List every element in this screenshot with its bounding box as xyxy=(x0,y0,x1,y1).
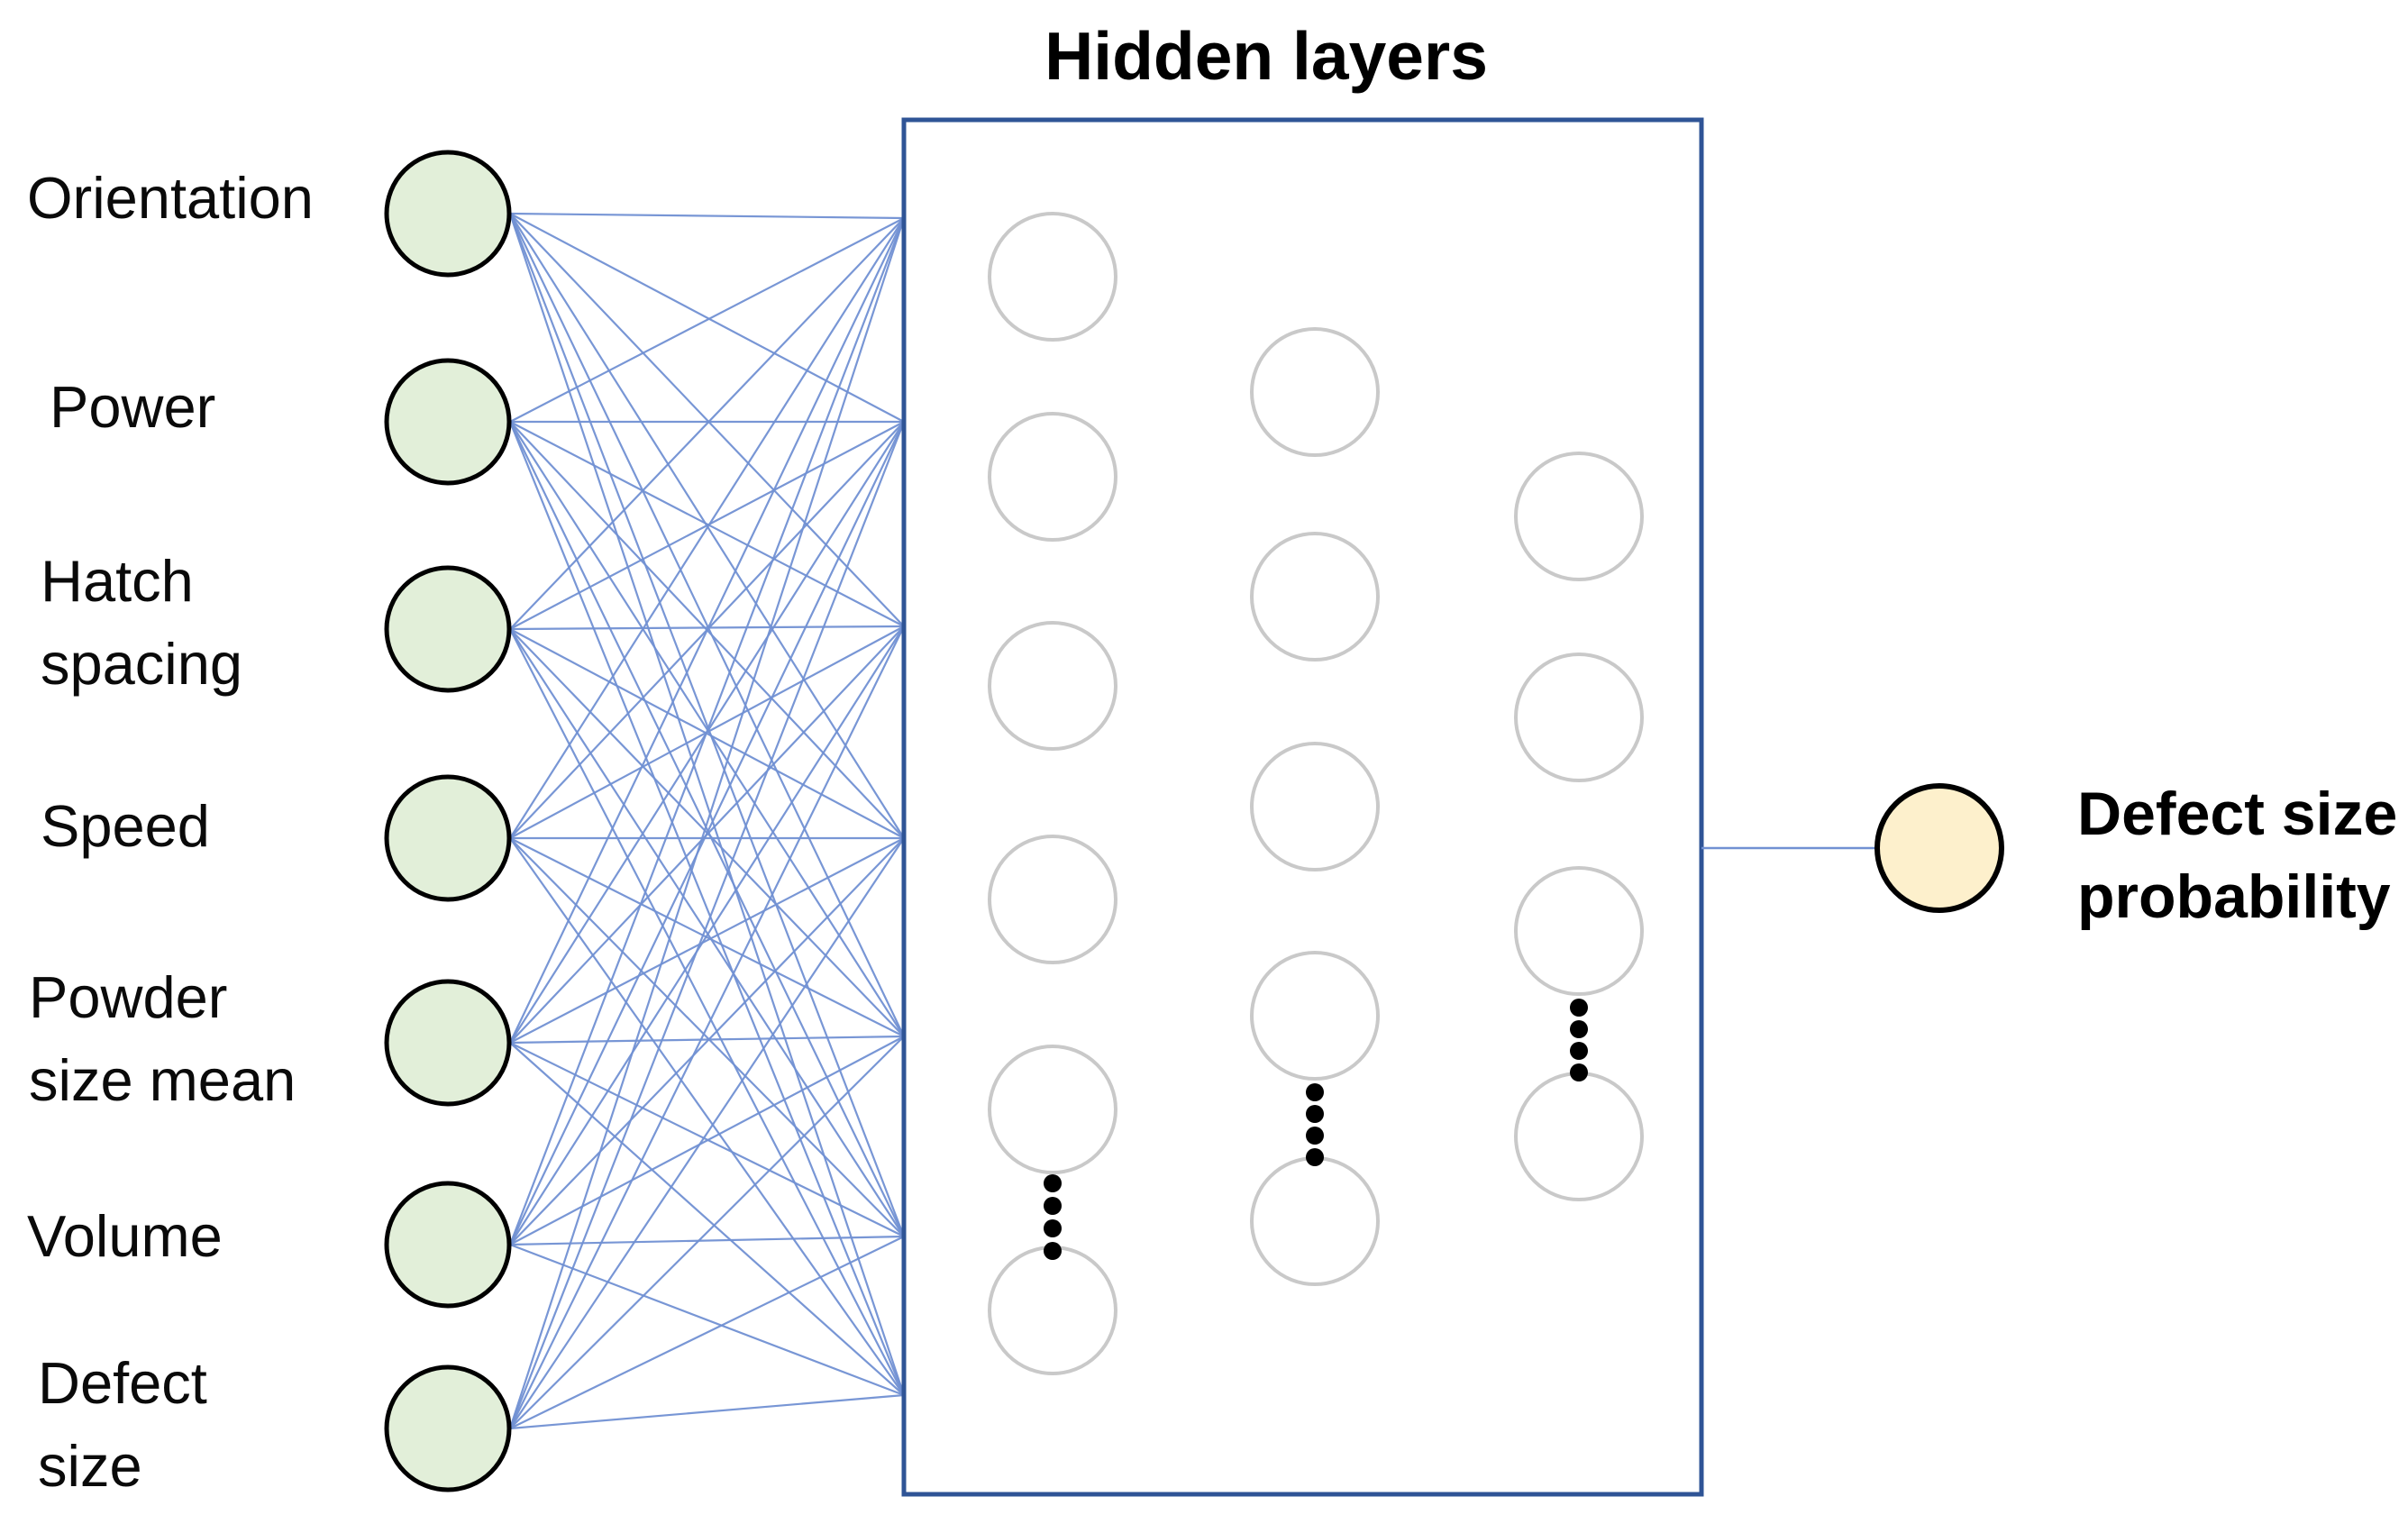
hidden-node xyxy=(1250,742,1380,872)
ellipsis-dots-column-3 xyxy=(1570,999,1588,1081)
connection-line xyxy=(509,837,905,1396)
output-label-line-1: Defect size xyxy=(2077,780,2397,848)
dot xyxy=(1306,1083,1324,1101)
input-node-orientation xyxy=(384,150,512,278)
connection-line xyxy=(509,1036,905,1246)
hidden-node xyxy=(1514,866,1644,996)
dot xyxy=(1306,1127,1324,1145)
connection-line xyxy=(509,837,905,1246)
connection-line xyxy=(509,212,905,220)
dot xyxy=(1044,1242,1062,1260)
connection-line xyxy=(508,213,906,1396)
hidden-node xyxy=(1250,1156,1380,1286)
connection-line xyxy=(509,217,905,839)
connection-line xyxy=(509,421,905,1246)
dot xyxy=(1570,1042,1588,1060)
connection-line xyxy=(508,217,906,1429)
input-node-power xyxy=(384,358,512,486)
connection-line xyxy=(509,1036,905,1429)
dot xyxy=(1570,1063,1588,1081)
hidden-node xyxy=(988,1246,1117,1375)
dot xyxy=(1044,1219,1062,1237)
hidden-layer-column-2 xyxy=(1250,327,1380,1286)
input-label-hatch: Hatch xyxy=(41,548,194,614)
connection-line xyxy=(508,421,906,1429)
hidden-layer-column-1 xyxy=(988,212,1117,1375)
hidden-node xyxy=(988,621,1117,751)
input-label-power: Power xyxy=(50,374,215,440)
hidden-node xyxy=(1250,951,1380,1081)
hidden-node xyxy=(988,835,1117,964)
input-label-spacing: spacing xyxy=(41,631,242,697)
connection-line xyxy=(509,421,905,630)
dot xyxy=(1044,1197,1062,1215)
connection-line xyxy=(509,625,905,1429)
input-label-size: size xyxy=(38,1433,142,1499)
input-label-speed: Speed xyxy=(41,793,210,859)
hidden-layer-column-3 xyxy=(1514,452,1644,1201)
output-node-defect-size-probability xyxy=(1874,783,2004,913)
hidden-node xyxy=(1514,652,1644,782)
dot xyxy=(1306,1105,1324,1123)
output-label-line-2: probability xyxy=(2077,862,2391,931)
hidden-node xyxy=(988,412,1117,542)
connection-line xyxy=(509,628,905,1237)
hidden-node xyxy=(1514,452,1644,581)
output-label: Defect size probability xyxy=(2077,780,2397,931)
connection-line xyxy=(509,1243,905,1397)
hidden-node xyxy=(1250,327,1380,457)
connection-line xyxy=(509,217,905,1044)
dot xyxy=(1570,1020,1588,1038)
ellipsis-dots-column-2 xyxy=(1306,1083,1324,1166)
input-node-speed xyxy=(384,774,512,902)
input-connection-lines xyxy=(508,212,906,1430)
connection-line xyxy=(509,1235,905,1246)
ellipsis-dots-column-1 xyxy=(1044,1174,1062,1260)
connection-line xyxy=(509,837,905,1044)
connection-line xyxy=(509,837,905,1429)
connection-line xyxy=(509,1236,905,1429)
hidden-node xyxy=(1250,532,1380,662)
connection-line xyxy=(509,625,905,1246)
connection-line xyxy=(508,421,906,1396)
input-node-powder-size-mean xyxy=(384,979,512,1107)
input-node-defect-size xyxy=(384,1364,512,1492)
input-label-powder: Powder xyxy=(29,964,227,1030)
connection-line xyxy=(509,217,905,630)
input-label-volume: Volume xyxy=(27,1203,223,1269)
input-node-hatch-spacing xyxy=(384,565,512,693)
hidden-layers-title: Hidden layers xyxy=(1044,18,1488,94)
input-node-volume xyxy=(384,1181,512,1309)
connection-line xyxy=(509,625,905,631)
connection-line xyxy=(509,217,905,423)
input-labels: Orientation Power Hatch spacing Speed Po… xyxy=(27,165,314,1499)
connection-line xyxy=(508,213,906,1237)
dot xyxy=(1570,999,1588,1017)
connection-line xyxy=(509,213,905,1037)
hidden-node xyxy=(988,1045,1117,1174)
input-label-size-mean: size mean xyxy=(29,1047,296,1113)
input-nodes xyxy=(384,150,512,1492)
dot xyxy=(1044,1174,1062,1192)
input-label-defect: Defect xyxy=(38,1350,207,1416)
dot xyxy=(1306,1148,1324,1166)
hidden-node xyxy=(988,212,1117,342)
connection-line xyxy=(509,1042,905,1396)
input-label-orientation: Orientation xyxy=(27,165,314,231)
hidden-layers-box xyxy=(901,117,1704,1497)
hidden-node xyxy=(1514,1072,1644,1201)
connection-line xyxy=(509,1393,905,1430)
connection-line xyxy=(509,1035,905,1045)
connection-line xyxy=(509,213,905,627)
connection-line xyxy=(508,217,906,1246)
